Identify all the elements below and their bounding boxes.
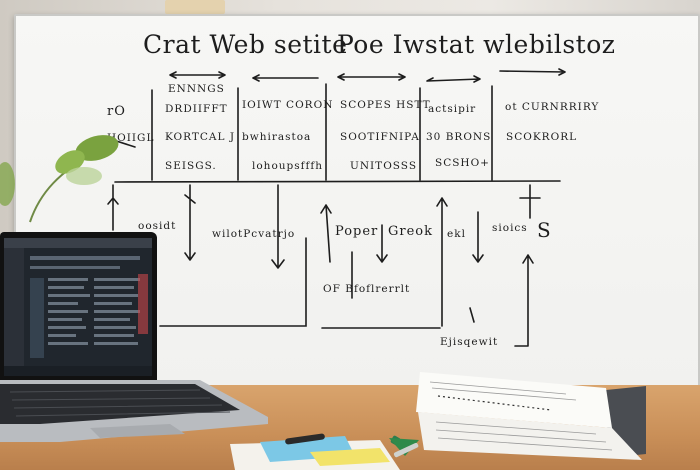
laptop-keyboard [0,380,268,442]
col3-line2: SOOTIFNIPA [340,131,420,143]
col3-line3: UNITOSSS [350,160,418,172]
laptop-icon [0,232,157,382]
col4-line1: actsipir [428,103,477,115]
lower-label-2: wilotPcvatrjo [212,228,296,240]
col3-line1: SCOPES HSTT [340,99,431,111]
col4-line3: SCSHO+ [435,157,490,169]
wall-shelf [165,0,225,14]
green-pen [389,438,419,458]
lower-label-4: Greok [388,224,433,239]
col5-line2: SCOKRORL [506,131,578,143]
col1-line-mid: KORTCAL J [165,131,236,143]
col1-line3: SEISGS. [165,160,217,172]
lower-note: OF Bfoflrerrlt [323,283,411,295]
lower-label-6: sioics [492,222,528,234]
lower-label-5: ekl [447,228,466,240]
side-label-top: rO [107,104,126,119]
col1-line2: DRDIIFFT [165,103,228,115]
sticky-notes [230,433,400,470]
arrow-icon [169,71,226,79]
col2-line1: IOIWT CORON [242,99,334,111]
col1-line1: ENNNGS [168,83,225,95]
plant-icon [0,135,119,223]
board-title-left: Crat Web setite [143,30,348,59]
lower-label-3: Poper [335,224,379,239]
board-title-right: Poe Iwstat wlebilstoz [337,30,616,59]
col2-line2: bwhirastoa [242,131,312,143]
bottom-note: Ejisqewit [440,336,499,348]
lower-label-7: S [537,218,552,242]
laptop-display [4,238,152,376]
col4-line2: 30 BRONS [426,131,492,143]
col5-line1: ot CURNRRIRY [505,101,600,113]
notebook-icon [416,372,646,460]
lower-label-1: oosidt [138,220,177,232]
col2-line3: lohoupsfffh [252,160,324,172]
